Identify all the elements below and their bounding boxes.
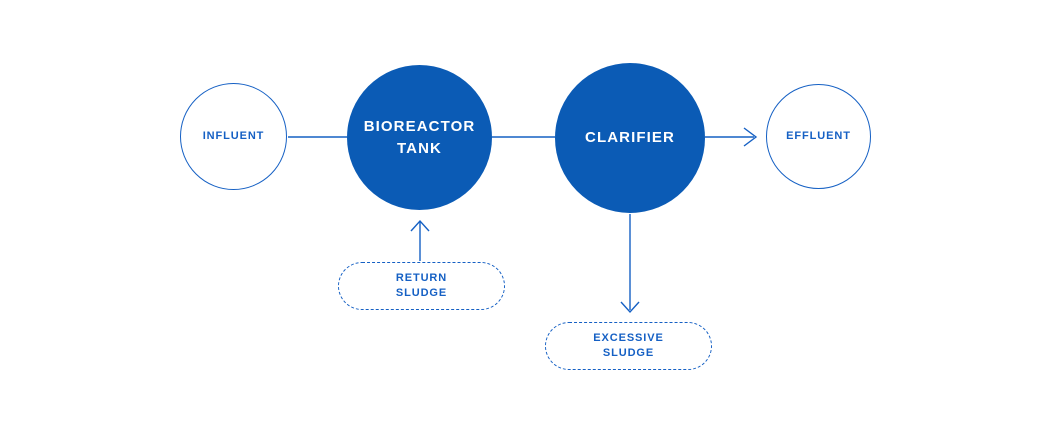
node-effluent-label: EFFLUENT [786,130,851,142]
arrow-clarifier-to-effluent [705,127,758,147]
node-bioreactor-tank: BIOREACTOR TANK [347,65,492,210]
node-return-sludge-label: RETURN SLUDGE [395,272,448,299]
node-excessive-sludge: EXCESSIVE SLUDGE [545,322,712,370]
node-bioreactor-tank-label: BIOREACTOR TANK [363,117,476,157]
arrow-clarifier-to-excessive-sludge [620,214,640,314]
node-influent-label: INFLUENT [202,130,265,142]
node-effluent: EFFLUENT [766,84,871,189]
node-clarifier: CLARIFIER [555,63,705,213]
node-return-sludge: RETURN SLUDGE [338,262,505,310]
arrow-return-sludge-to-bioreactor [410,219,430,261]
node-clarifier-label: CLARIFIER [585,129,675,146]
node-excessive-sludge-label: EXCESSIVE SLUDGE [593,332,664,359]
node-influent: INFLUENT [180,83,287,190]
